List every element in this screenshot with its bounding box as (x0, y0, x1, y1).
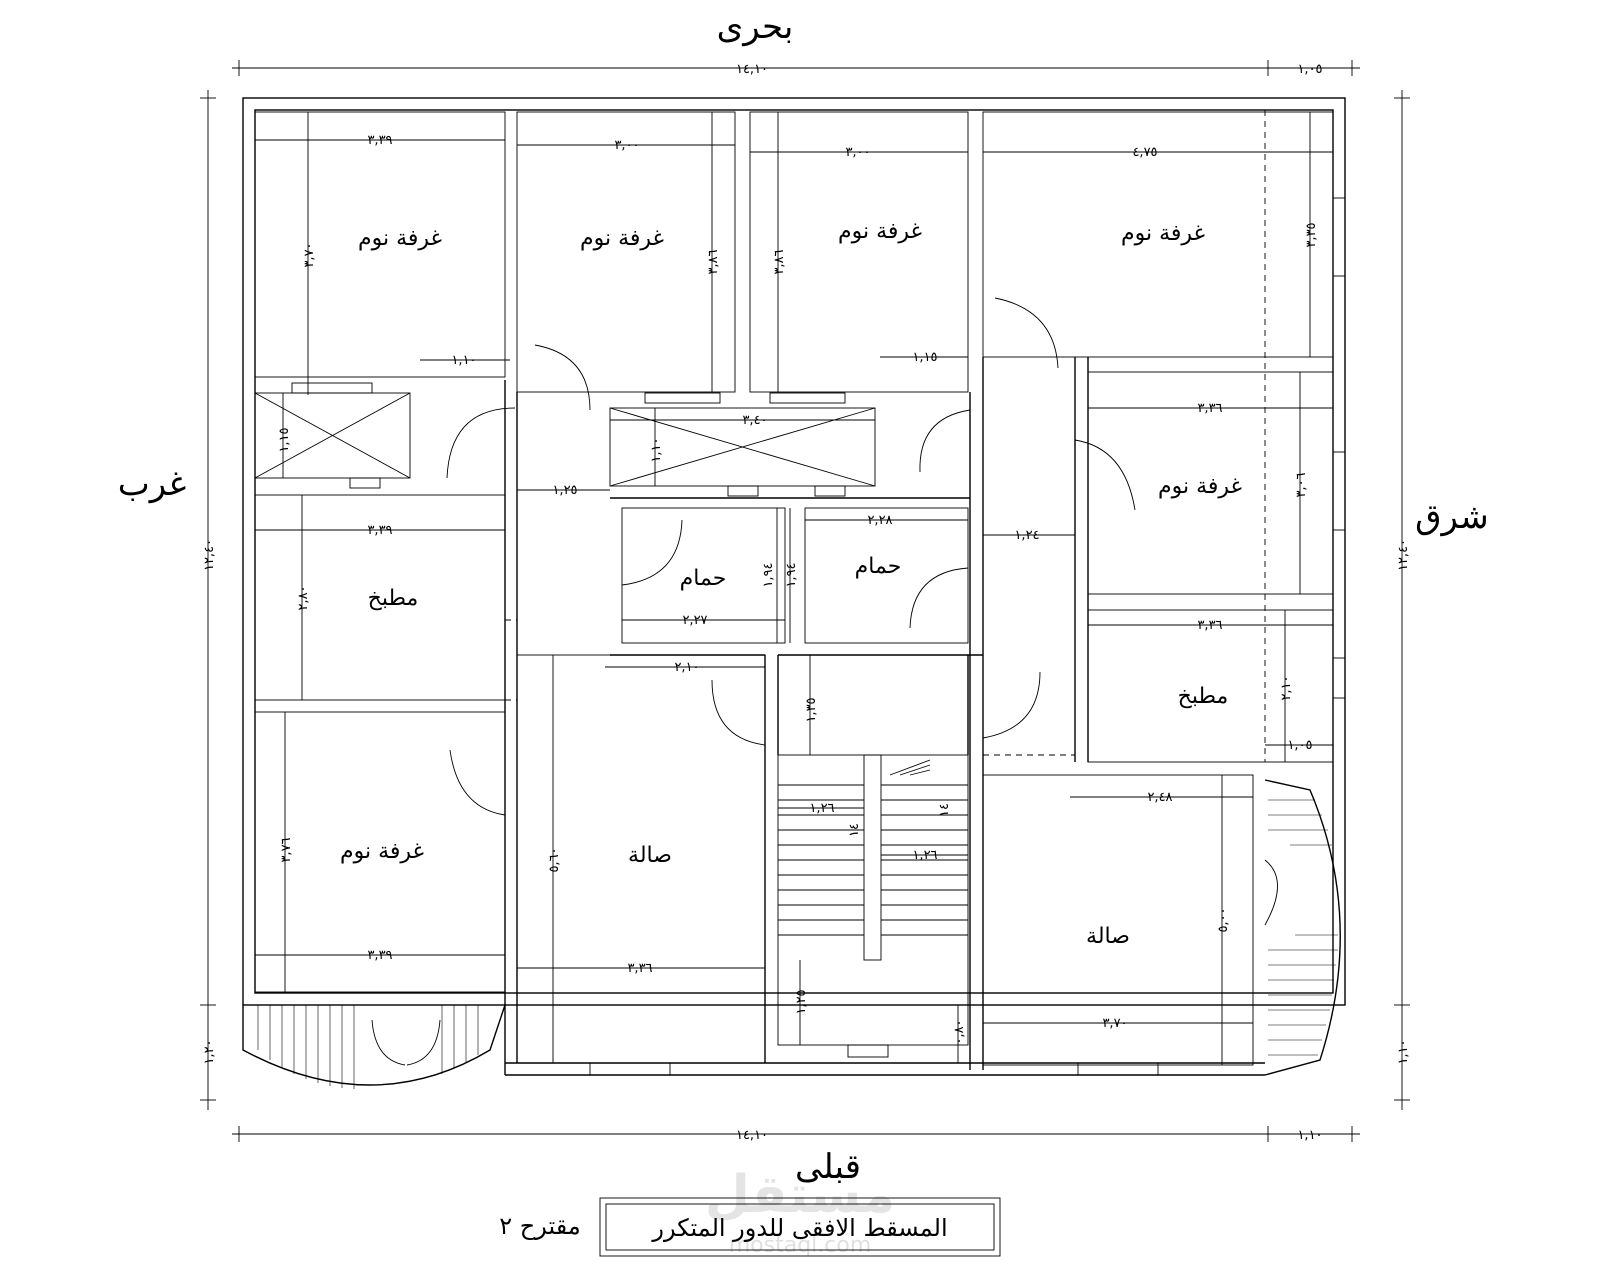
direction-south: قبلى (795, 1147, 861, 1187)
room-label-bedroom-5: غرفة نوم (1158, 474, 1242, 499)
dim-stair-h: ١,٢٥ (794, 989, 809, 1014)
watermark-url: mostaql.com (729, 1233, 872, 1258)
dim-bed4-h: ٣,٣٥ (1304, 222, 1319, 247)
room-label-bedroom-1: غرفة نوم (358, 226, 442, 251)
direction-labels: بحرى قبلى غرب شرق (118, 7, 1489, 1187)
room-label-bedroom-4: غرفة نوم (1121, 221, 1205, 246)
dim-bed6-h: ٣,٧٦ (279, 837, 294, 862)
dim-shaft2-h: ١,١٠ (649, 437, 664, 462)
internal-dimension-texts: ٣,٣٩ ٣,٧٠ ١,١٠ ٣,٠٠ ٣,٨٦ ٣,٠٠ ٣,٨٦ ١,١٥ … (277, 133, 1319, 1045)
dim-bed4-w: ٤,٧٥ (1132, 145, 1157, 160)
dim-bath1-w: ٢,٢٧ (682, 613, 707, 628)
room-label-bedroom-2: غرفة نوم (580, 226, 664, 251)
windows (291, 197, 1346, 1076)
direction-east: شرق (1415, 497, 1489, 537)
dim-kitchen2-w: ٣,٣٦ (1197, 618, 1222, 633)
dim-left-extra: ١,٢٠ (202, 1039, 217, 1064)
watermark-text: مستقل (705, 1165, 895, 1225)
dim-kitchen2-bal: ١,٠٥ (1287, 738, 1312, 753)
dim-bottom-extra: ١,١٠ (1297, 1128, 1322, 1143)
dim-bed1-door: ١,١٠ (451, 353, 476, 368)
drawing-title: المسقط الافقى للدور المتكرر (651, 1214, 947, 1242)
title-block: المسقط الافقى للدور المتكرر مقترح ٢ (499, 1197, 1001, 1257)
dim-stair-gap: ١٤ (847, 823, 862, 837)
room-label-hall-1: صالة (628, 843, 672, 868)
dim-bed1-w: ٣,٣٩ (367, 133, 392, 148)
dim-kitchen1-w: ٣,٣٩ (367, 523, 392, 538)
direction-north: بحرى (717, 7, 794, 47)
outer-dimension-texts: ١٤,١٠ ١,٠٥ ١٤,١٠ ١,١٠ ١٢,٤٠ ١,٢٠ ١٢,٤٠ ١… (202, 62, 1411, 1143)
dim-bath1-h: ١,٩٤ (761, 562, 776, 587)
dim-hall2-top: ٢,٤٨ (1147, 790, 1172, 805)
bedroom-3-outline (749, 111, 969, 393)
room-label-bath-2: حمام (855, 554, 902, 579)
dim-hall1-w: ٣,٣٦ (627, 961, 652, 976)
proposal-label: مقترح ٢ (499, 1212, 581, 1240)
dim-bed3-w: ٣,٠٠ (845, 145, 870, 160)
title-frame-inner (605, 1203, 995, 1251)
dim-hall2-h: ٥,٠٠ (1216, 907, 1231, 932)
dim-corr-w1: ١,٢٥ (552, 483, 577, 498)
stairs (778, 759, 968, 936)
dim-bed1-h: ٣,٧٠ (302, 242, 317, 267)
dim-right-total: ١٢,٤٠ (1396, 539, 1411, 571)
title-frame-outer (599, 1197, 1001, 1257)
room-label-hall-2: صالة (1086, 924, 1130, 949)
direction-west: غرب (118, 464, 187, 504)
dim-hall1-h: ٥,٦٠ (547, 847, 562, 872)
dim-entry-h: ١,٣٥ (804, 697, 819, 722)
dim-bath2-h: ١,٩٤ (784, 562, 799, 587)
bedroom-1-outline (254, 111, 506, 378)
internal-dimension-lines (255, 112, 1333, 1065)
dim-bed6-w: ٣,٣٩ (367, 948, 392, 963)
balcony-east (1264, 779, 1341, 1076)
bath-2-outline (804, 507, 969, 644)
dim-top-extra: ١,٠٥ (1297, 62, 1322, 77)
watermark: مستقل mostaql.com (705, 1165, 895, 1258)
dim-stair-w2: ١,٢٦ (912, 848, 937, 863)
dim-kitchen2-h: ٢,١٠ (1279, 675, 1294, 700)
dim-bed3-door: ١,١٥ (912, 350, 937, 365)
dim-right-extra: ١,١٠ (1396, 1039, 1411, 1064)
dim-stair-w1: ١,٢٦ (809, 801, 834, 816)
dim-corr-w2: ١,٢٤ (1014, 528, 1039, 543)
dim-bottom-total: ١٤,١٠ (736, 1128, 768, 1143)
dim-shaft2-w: ٣,٤٠ (742, 413, 767, 428)
dim-kitchen1-h: ٢,٨٠ (296, 585, 311, 610)
room-label-kitchen-2: مطبخ (1178, 684, 1229, 709)
stair-core (863, 754, 882, 961)
dim-bed2-h: ٣,٨٦ (706, 249, 721, 274)
dim-bed5-h: ٣,٠٦ (1294, 472, 1309, 497)
dim-top-total: ١٤,١٠ (736, 62, 768, 77)
room-label-kitchen-1: مطبخ (368, 586, 419, 611)
dim-bed3-h: ٣,٨٦ (772, 249, 787, 274)
room-labels: غرفة نوم غرفة نوم غرفة نوم غرفة نوم غرفة… (340, 219, 1242, 949)
dim-shaft1-h: ١,١٥ (277, 427, 292, 452)
dim-bed2-w: ٣,٠٠ (614, 138, 639, 153)
dim-bed5-w: ٣,٣٦ (1197, 401, 1222, 416)
room-label-bedroom-3: غرفة نوم (838, 219, 922, 244)
dim-stair-bot: ٠,٨٠ (952, 1019, 967, 1044)
room-label-bedroom-6: غرفة نوم (340, 839, 424, 864)
bath-1-outline (621, 507, 786, 644)
dim-left-total: ١٢,٤٠ (202, 539, 217, 571)
dim-bath1-door: ٢,١٠ (674, 660, 699, 675)
dim-stair-gap-2: ١٤ (937, 803, 952, 817)
room-label-bath-1: حمام (680, 566, 727, 591)
outer-dimension-lines (200, 60, 1410, 1142)
dim-hall2-w: ٣,٧٠ (1102, 1016, 1127, 1031)
dim-bath2-w: ٢,٢٨ (867, 513, 892, 528)
door-swings (446, 297, 1278, 926)
bedroom-2-outline (516, 111, 736, 393)
balcony-west (242, 1004, 506, 1089)
